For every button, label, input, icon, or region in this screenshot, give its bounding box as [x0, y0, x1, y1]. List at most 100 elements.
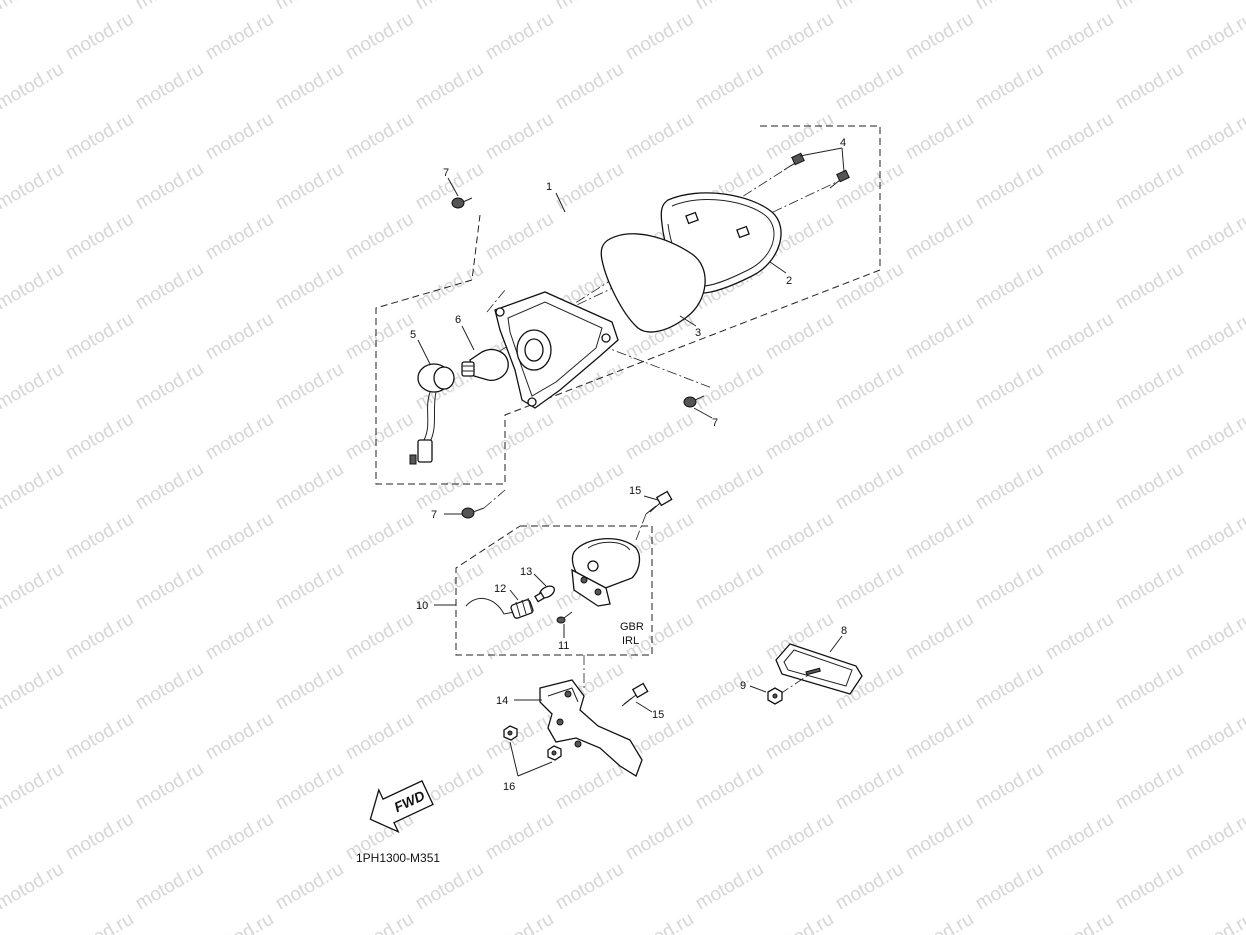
watermark-text: motod.ru: [902, 509, 977, 565]
callout-3: 3: [695, 327, 701, 339]
fwd-arrow: FWD: [369, 780, 434, 834]
callout-1: 1: [546, 181, 552, 193]
housing-screw-hole-top: [495, 307, 505, 317]
watermark-text: motod.ru: [62, 109, 137, 165]
callout-12-leader: [509, 589, 519, 601]
centerline-8: [779, 673, 811, 695]
watermark-text: motod.ru: [902, 309, 977, 365]
watermark-text: motod.ru: [692, 559, 767, 615]
watermark-text: motod.ru: [832, 0, 907, 14]
watermark-text: motod.ru: [552, 759, 627, 815]
callout-9: 9: [740, 680, 746, 692]
watermark-text: motod.ru: [1042, 509, 1117, 565]
watermark-text: motod.ru: [0, 759, 67, 815]
watermark-text: motod.ru: [692, 759, 767, 815]
watermark-text: motod.ru: [482, 209, 557, 265]
watermark-text: motod.ru: [902, 9, 977, 65]
taillight-housing-inner: [507, 301, 603, 397]
screw-part-7-mid: [683, 395, 705, 408]
watermark-text: motod.ru: [482, 109, 557, 165]
watermark-text: motod.ru: [342, 309, 417, 365]
watermark-text: motod.ru: [1112, 59, 1187, 115]
watermark-text: motod.ru: [342, 9, 417, 65]
centerline-3: [599, 344, 713, 389]
watermark-text: motod.ru: [832, 559, 907, 615]
callout-7-bottom: 7: [431, 509, 437, 521]
watermark-text: motod.ru: [202, 409, 277, 465]
watermark-text: motod.ru: [412, 859, 487, 915]
watermark-text: motod.ru: [832, 359, 907, 415]
watermark-text: motod.ru: [202, 909, 277, 935]
socket-cord-part-5: [409, 363, 455, 465]
watermark-text: motod.ru: [0, 559, 67, 615]
watermark-text: motod.ru: [482, 409, 557, 465]
watermark-text: motod.ru: [272, 659, 347, 715]
watermark-text: motod.ru: [0, 259, 67, 315]
watermark-text: motod.ru: [1042, 109, 1117, 165]
watermark-text: motod.ru: [0, 359, 67, 415]
watermark-text: motod.ru: [902, 609, 977, 665]
watermark-text: motod.ru: [972, 259, 1047, 315]
watermark-text: motod.ru: [412, 459, 487, 515]
watermark-text: motod.ru: [202, 109, 277, 165]
watermark-text: motod.ru: [132, 0, 207, 14]
watermark-text: motod.ru: [202, 609, 277, 665]
screw-part-15-top: [645, 490, 673, 515]
watermark-text: motod.ru: [762, 909, 837, 935]
watermark-text: motod.ru: [1112, 559, 1187, 615]
watermark-text: motod.ru: [132, 359, 207, 415]
callout-4: 4: [840, 137, 846, 149]
nut-part-9: [767, 687, 783, 705]
watermark-text: motod.ru: [972, 359, 1047, 415]
watermark-text: motod.ru: [1182, 309, 1246, 365]
watermark-text: motod.ru: [1112, 159, 1187, 215]
watermark-text: motod.ru: [412, 659, 487, 715]
watermark-text: motod.ru: [552, 59, 627, 115]
watermark-text: motod.ru: [272, 559, 347, 615]
watermark-text: motod.ru: [202, 9, 277, 65]
assembly-1-dashed-border: [375, 125, 881, 485]
watermark-text: motod.ru: [62, 909, 137, 935]
watermark-text: motod.ru: [692, 659, 767, 715]
watermark-text: motod.ru: [62, 709, 137, 765]
callout-4-leader-b: [841, 147, 845, 173]
lens-boss-2: [736, 225, 750, 239]
bulb-part-13: [534, 585, 556, 603]
assembly-1-leader: [555, 192, 566, 213]
watermark-text: motod.ru: [1112, 759, 1187, 815]
watermark-text: motod.ru: [202, 809, 277, 865]
bulb-holder-part-12: [510, 597, 534, 619]
watermark-text: motod.ru: [132, 259, 207, 315]
watermark-text: motod.ru: [272, 459, 347, 515]
watermark-text: motod.ru: [762, 509, 837, 565]
wire-part-10: [465, 598, 515, 615]
watermark-text: motod.ru: [0, 459, 67, 515]
callout-15-top: 15: [629, 485, 641, 497]
watermark-text: motod.ru: [972, 459, 1047, 515]
callout-15-lower-leader: [635, 701, 653, 713]
watermark-text: motod.ru: [692, 859, 767, 915]
nut-part-16-a: [503, 725, 518, 741]
callout-11: 11: [558, 640, 569, 652]
watermark-text: motod.ru: [622, 409, 697, 465]
watermark-text: motod.ru: [902, 909, 977, 935]
watermark-text: motod.ru: [272, 59, 347, 115]
callout-5: 5: [410, 329, 416, 341]
diagram-code: 1PH1300-M351: [356, 851, 440, 865]
callout-7-mid-leader: [693, 407, 713, 419]
screw-part-11: [556, 611, 573, 624]
bulb-part-6: [461, 348, 509, 381]
watermark-text: motod.ru: [972, 659, 1047, 715]
callout-16-leader-b: [517, 761, 553, 777]
lens-boss-1: [685, 211, 699, 225]
bracket-part-14: [539, 679, 643, 777]
watermark-text: motod.ru: [972, 0, 1047, 14]
watermark-text: motod.ru: [482, 809, 557, 865]
watermark-text: motod.ru: [132, 659, 207, 715]
callout-7-mid: 7: [712, 417, 718, 429]
market-label-gbr: GBR: [620, 621, 644, 633]
screw-part-15-lower: [621, 682, 649, 707]
watermark-text: motod.ru: [412, 159, 487, 215]
watermark-text: motod.ru: [1042, 9, 1117, 65]
centerline-4: [486, 289, 506, 313]
